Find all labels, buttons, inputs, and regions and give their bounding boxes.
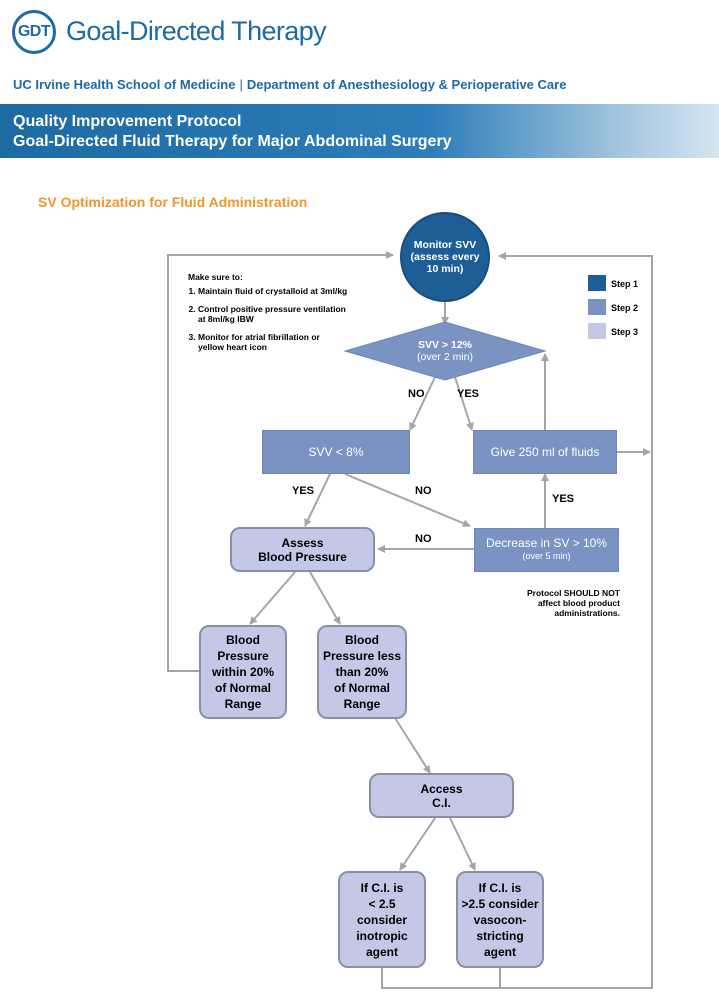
- edge-label-no-decrease: NO: [415, 485, 432, 497]
- edge-ci-to-low: [399, 817, 436, 871]
- ci-high-line4: stricting: [476, 928, 524, 943]
- footnote-line3: administrations.: [554, 608, 620, 618]
- access-ci-line2: C.I.: [432, 795, 451, 810]
- banner-title-line2: Goal-Directed Fluid Therapy for Major Ab…: [13, 133, 452, 150]
- bp-within-line1: Blood: [226, 633, 260, 647]
- legend-swatch-step2: [588, 299, 606, 315]
- legend-label-step3: Step 3: [611, 327, 639, 337]
- title-banner: Quality Improvement Protocol Goal-Direct…: [0, 104, 719, 158]
- access-ci-line1: Access: [420, 781, 463, 796]
- edge-svv8-to-assess: [304, 473, 331, 527]
- assess-bp-node: Assess Blood Pressure: [230, 527, 375, 572]
- monitor-svv-circle: [400, 212, 490, 302]
- assess-line1: Assess: [281, 535, 324, 550]
- note-item-3: Monitor for atrial fibrillation or yello…: [198, 332, 348, 352]
- svv12-node: SVV > 12% (over 2 min): [385, 334, 505, 368]
- footnote-line1: Protocol SHOULD NOT: [526, 588, 620, 598]
- ci-low-line2: < 2.5: [368, 896, 396, 911]
- svv12-line2: (over 2 min): [416, 351, 473, 363]
- monitor-line1: Monitor SVV: [413, 239, 477, 251]
- ci-low-line4: inotropic: [356, 928, 408, 943]
- svv8-node: SVV < 8%: [262, 430, 410, 474]
- gdt-logo: GDT: [12, 10, 56, 54]
- edge-assess-to-bp-less: [309, 571, 341, 625]
- decrease-line2: (over 5 min): [522, 551, 571, 561]
- note-item-1: Maintain fluid of crystalloid at 3ml/kg: [198, 286, 348, 296]
- assess-line2: Blood Pressure: [258, 549, 347, 564]
- note-item-2: Control positive pressure ventilation at…: [198, 304, 348, 324]
- bp-within-line3: within 20%: [211, 665, 274, 679]
- bp-within-node: Blood Pressure within 20% of Normal Rang…: [199, 625, 287, 719]
- bp-within-line4: of Normal: [214, 681, 271, 695]
- edge-label-yes-decrease: YES: [552, 493, 575, 505]
- access-ci-node: Access C.I.: [369, 773, 514, 818]
- edge-bp-within-loop: [167, 251, 394, 672]
- edge-assess-to-bp-within: [249, 571, 296, 625]
- bp-less-line3: than 20%: [335, 665, 389, 679]
- notes-heading: Make sure to:: [188, 272, 243, 282]
- legend-label-step1: Step 1: [611, 279, 639, 289]
- decrease-line1: Decrease in SV > 10%: [485, 536, 608, 550]
- edge-label-no-svv8: NO: [408, 388, 425, 400]
- bp-within-line5: Range: [224, 697, 262, 711]
- bp-less-line4: of Normal: [333, 681, 390, 695]
- decrease-sv-node: Decrease in SV > 10% (over 5 min): [474, 528, 619, 572]
- svv12-line1: SVV > 12%: [418, 339, 472, 351]
- protocol-footnote: Protocol SHOULD NOT affect blood product…: [500, 588, 620, 618]
- ci-low-line3: consider: [356, 912, 407, 927]
- department-name: Department of Anesthesiology & Periopera…: [246, 77, 567, 92]
- ci-high-line2: >2.5 consider: [461, 896, 539, 911]
- edge-bp-less-to-ci: [394, 717, 431, 774]
- monitor-line2: (assess every: [410, 251, 480, 263]
- banner-title-line1: Quality Improvement Protocol: [13, 113, 242, 130]
- ci-low-node: If C.I. is < 2.5 consider inotropic agen…: [338, 871, 426, 968]
- legend-swatch-step1: [588, 275, 606, 291]
- logo-text: GDT: [17, 23, 51, 40]
- give-fluids-node: Give 250 ml of fluids: [473, 430, 617, 474]
- edge-svv12-to-svv8: [409, 376, 436, 431]
- bp-less-line1: Blood: [345, 633, 379, 647]
- ci-high-line3: vasocon-: [473, 912, 527, 927]
- section-title: SV Optimization for Fluid Administration: [38, 194, 308, 210]
- edge-ci-to-high: [449, 817, 476, 871]
- ci-low-line1: If C.I. is: [360, 880, 404, 895]
- org-separator: |: [239, 77, 243, 92]
- bp-less-node: Blood Pressure less than 20% of Normal R…: [317, 625, 407, 719]
- edge-svv8-to-decrease: [344, 473, 471, 528]
- ci-high-line5: agent: [483, 944, 516, 959]
- monitor-svv-node: Monitor SVV (assess every 10 min): [401, 232, 489, 282]
- brand-title: Goal-Directed Therapy: [66, 16, 327, 46]
- footnote-line2: affect blood product: [537, 598, 620, 608]
- legend-swatch-step3: [588, 323, 606, 339]
- edge-label-no-assess: NO: [415, 533, 432, 545]
- school-name: UC Irvine Health School of Medicine: [13, 77, 236, 92]
- edge-label-yes-assess: YES: [292, 485, 315, 497]
- edge-ci-low-down: [381, 252, 653, 989]
- ci-high-node: If C.I. is >2.5 consider vasocon- strict…: [456, 871, 544, 968]
- edge-svv12-to-give: [454, 376, 474, 431]
- monitor-line3: 10 min): [426, 263, 464, 275]
- bp-within-line2: Pressure: [217, 649, 269, 663]
- make-sure-notes: Make sure to: Maintain fluid of crystall…: [188, 272, 348, 360]
- svv12-diamond: [343, 321, 547, 381]
- edge-label-yes-give: YES: [457, 388, 480, 400]
- organization-line: UC Irvine Health School of Medicine|Depa…: [13, 77, 566, 92]
- bp-less-line2: Pressure less: [322, 649, 402, 663]
- ci-high-line1: If C.I. is: [478, 880, 522, 895]
- bp-less-line5: Range: [343, 697, 381, 711]
- ci-low-line5: agent: [365, 944, 398, 959]
- legend-label-step2: Step 2: [611, 303, 639, 313]
